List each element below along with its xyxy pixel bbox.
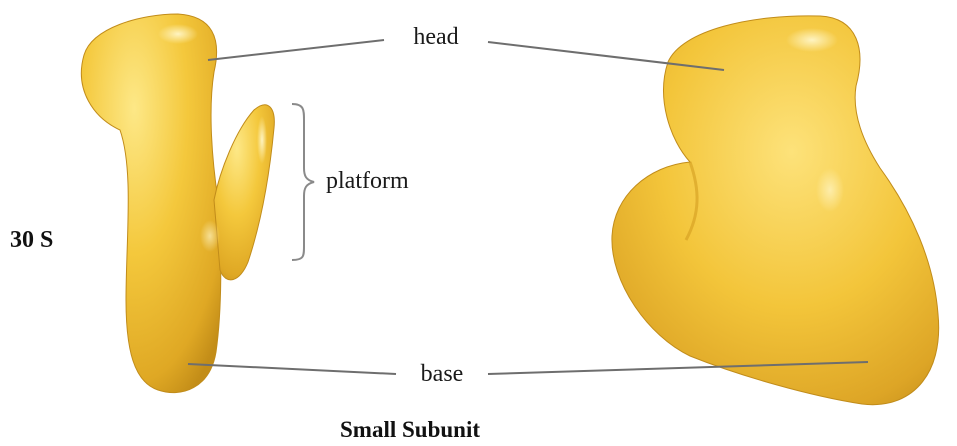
left-subunit-body (81, 14, 220, 393)
head-leader-left (208, 40, 384, 60)
base-leader-left (188, 364, 396, 374)
head-label: head (413, 24, 458, 50)
right-subunit-view (612, 16, 939, 405)
caption-title: Small Subunit (340, 417, 480, 442)
platform-label: platform (326, 168, 409, 194)
right-subunit-body (612, 16, 939, 405)
left-subunit-view (81, 14, 274, 393)
platform-bracket (292, 104, 314, 260)
subunit-size-label: 30 S (10, 227, 53, 253)
base-label: base (421, 361, 464, 387)
